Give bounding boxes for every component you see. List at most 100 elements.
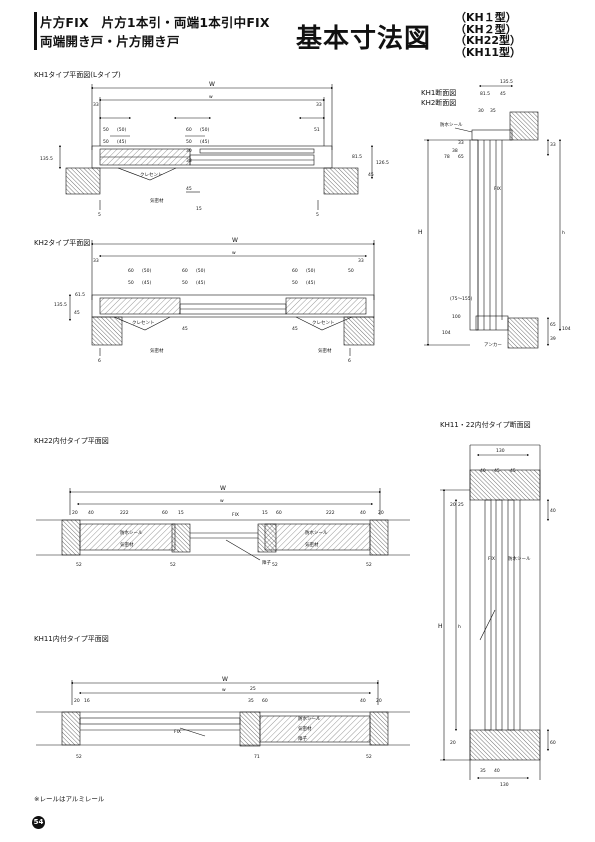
kh11-plan-labels: W w 20 16 35 60 40 20 25 FIX 防水シール 気密材 障… [74, 676, 382, 760]
sec2-dim-40c: 40 [494, 768, 500, 774]
kh1-dim-38: 38 [186, 158, 192, 164]
sec1-dim-104b: 104 [562, 326, 571, 332]
sec1-dim-38: 38 [452, 148, 458, 154]
footnote: ※レールはアルミレール [34, 795, 105, 803]
kh2-dim-45pb: (45) [196, 280, 205, 286]
kh2-dim-61-5: 61.5 [75, 292, 85, 298]
kh22-dim-W: W [220, 485, 226, 492]
kh2-dim-50pc: (50) [306, 268, 315, 274]
kh1-dim-15: 15 [196, 206, 202, 212]
sec1-anchor-label: アンカー [484, 342, 502, 348]
sec1-dim-78: 78 [444, 154, 450, 160]
kh1-dim-81-5: 81.5 [352, 154, 362, 160]
sec1-dim-45: 45 [500, 91, 506, 97]
sec1-dim-65: 65 [458, 154, 464, 160]
kh2-weatherstrip-label-b: 気密材 [318, 347, 332, 354]
header-line-1: 片方FIX 片方1本引・両端1本引中FIX [40, 15, 270, 30]
sec1-dim-35: 35 [490, 108, 496, 114]
sec1-dim-81-5: 81.5 [480, 91, 490, 97]
kh2-dim-w: w [232, 251, 236, 256]
kh2-dim-50p: (50) [142, 268, 151, 274]
kh11-dim-52: 52 [76, 754, 82, 760]
sec2-dim-130: 130 [496, 448, 505, 454]
kh11-dim-40: 40 [360, 698, 366, 704]
type-list: （KH１型） （KH２型） （KH22型） （KH11型） [455, 12, 525, 58]
kh22-dim-40b: 40 [360, 510, 366, 516]
kh1-dim-50: 50 [103, 127, 109, 133]
kh2-weatherstrip-label: 気密材 [150, 347, 164, 354]
type-kh2: （KH２型） [455, 22, 517, 36]
kh2-dim-60c: 60 [292, 268, 298, 274]
type-kh11: （KH11型） [455, 45, 522, 59]
kh11-weatherstrip-label: 気密材 [298, 725, 312, 732]
kh11-dim-52b: 52 [366, 754, 372, 760]
kh1-dim-W: W [209, 81, 215, 88]
section-title-kh1-section: KH1断面図 [421, 89, 457, 97]
kh1-dim-60: 60 [186, 127, 192, 133]
kh22-dim-222b: 222 [326, 510, 335, 516]
kh11-dim-20b: 20 [376, 698, 382, 704]
kh2-dim-45: 45 [74, 310, 80, 316]
type-kh1: （KH１型） [455, 11, 517, 24]
kh2-dim-33: 33 [93, 258, 99, 264]
kh1-dim-51: 51 [314, 127, 320, 133]
kh11-dim-71: 71 [254, 754, 260, 760]
kh1-dim-50pb: (50) [200, 127, 209, 133]
sec2-fix-label: FIX [488, 556, 495, 562]
kh2-dim-45b: 45 [182, 326, 188, 332]
sec2-dim-h: h [458, 624, 461, 630]
kh2-crescent-label-b: クレセント [312, 320, 335, 326]
type-kh22: （KH22型） [455, 34, 522, 47]
kh2-dim-45p: (45) [142, 280, 151, 286]
kh22-dim-60b: 60 [276, 510, 282, 516]
kh1-dim-30: 30 [186, 148, 192, 154]
kh1-dim-126-5: 126.5 [376, 160, 389, 166]
kh1-dim-50p: (50) [117, 127, 126, 133]
kh2-dim-45c: 45 [292, 326, 298, 332]
kh1-dim-45b: 45 [186, 186, 192, 192]
kh1-dim-w: w [209, 95, 213, 100]
kh1-dim-5: 5 [98, 212, 101, 218]
sec2-seal-label: 防水シール [508, 555, 531, 562]
kh1-kh2-section-drawing [424, 84, 562, 349]
sec1-dim-65b: 65 [550, 322, 556, 328]
kh2-plan-drawing [68, 240, 376, 356]
kh11-dim-20: 20 [74, 698, 80, 704]
sec1-fix-label: FIX [494, 186, 501, 192]
section-title-kh11-plan: KH11内付タイプ平面図 [34, 635, 109, 643]
kh22-dim-20: 20 [72, 510, 78, 516]
sec2-dim-40b: 40 [550, 508, 556, 514]
kh1-dim-45: 45 [368, 172, 374, 178]
kh22-dim-52: 52 [76, 562, 82, 568]
kh11-dim-16: 16 [84, 698, 90, 704]
kh2-crescent-label: クレセント [132, 320, 155, 326]
kh22-dim-w: w [220, 499, 224, 504]
sec1-seal-label: 防水シール [440, 121, 463, 128]
page-number: 54 [32, 816, 45, 829]
kh22-dim-52b: 52 [170, 562, 176, 568]
kh2-dim-50: 50 [128, 280, 134, 286]
kh1-kh2-section-labels: 135.5 81.5 45 30 35 防水シール 33 38 78 65 33… [418, 79, 571, 348]
kh11-22-section-labels: 130 40 45 45 20 25 40 H h FIX 防水シール 20 6… [438, 448, 556, 788]
kh2-dim-W: W [232, 237, 238, 244]
kh22-fix-label: FIX [232, 512, 239, 518]
kh1-plan-drawing [58, 84, 374, 210]
kh1-crescent-label: クレセント [140, 172, 163, 178]
kh1-dim-45pb: (45) [200, 139, 209, 145]
kh11-dim-25: 25 [250, 686, 256, 692]
sec1-dim-33: 33 [458, 140, 464, 146]
header-line-2: 両端開き戸・片方開き戸 [40, 34, 180, 49]
kh22-dim-20b: 20 [378, 510, 384, 516]
kh2-dim-60: 60 [128, 268, 134, 274]
sec1-dim-39: 39 [550, 336, 556, 342]
sec2-dim-60: 60 [550, 740, 556, 746]
kh11-22-section-drawing [440, 444, 550, 780]
kh22-weatherstrip-label: 気密材 [120, 541, 134, 548]
kh22-dim-52d: 52 [366, 562, 372, 568]
kh2-dim-6: 6 [98, 358, 101, 364]
kh2-dim-50c: 50 [292, 280, 298, 286]
kh11-shoji-label: 障子 [298, 735, 307, 742]
sec2-dim-40: 40 [480, 468, 486, 474]
kh22-dim-40: 40 [88, 510, 94, 516]
